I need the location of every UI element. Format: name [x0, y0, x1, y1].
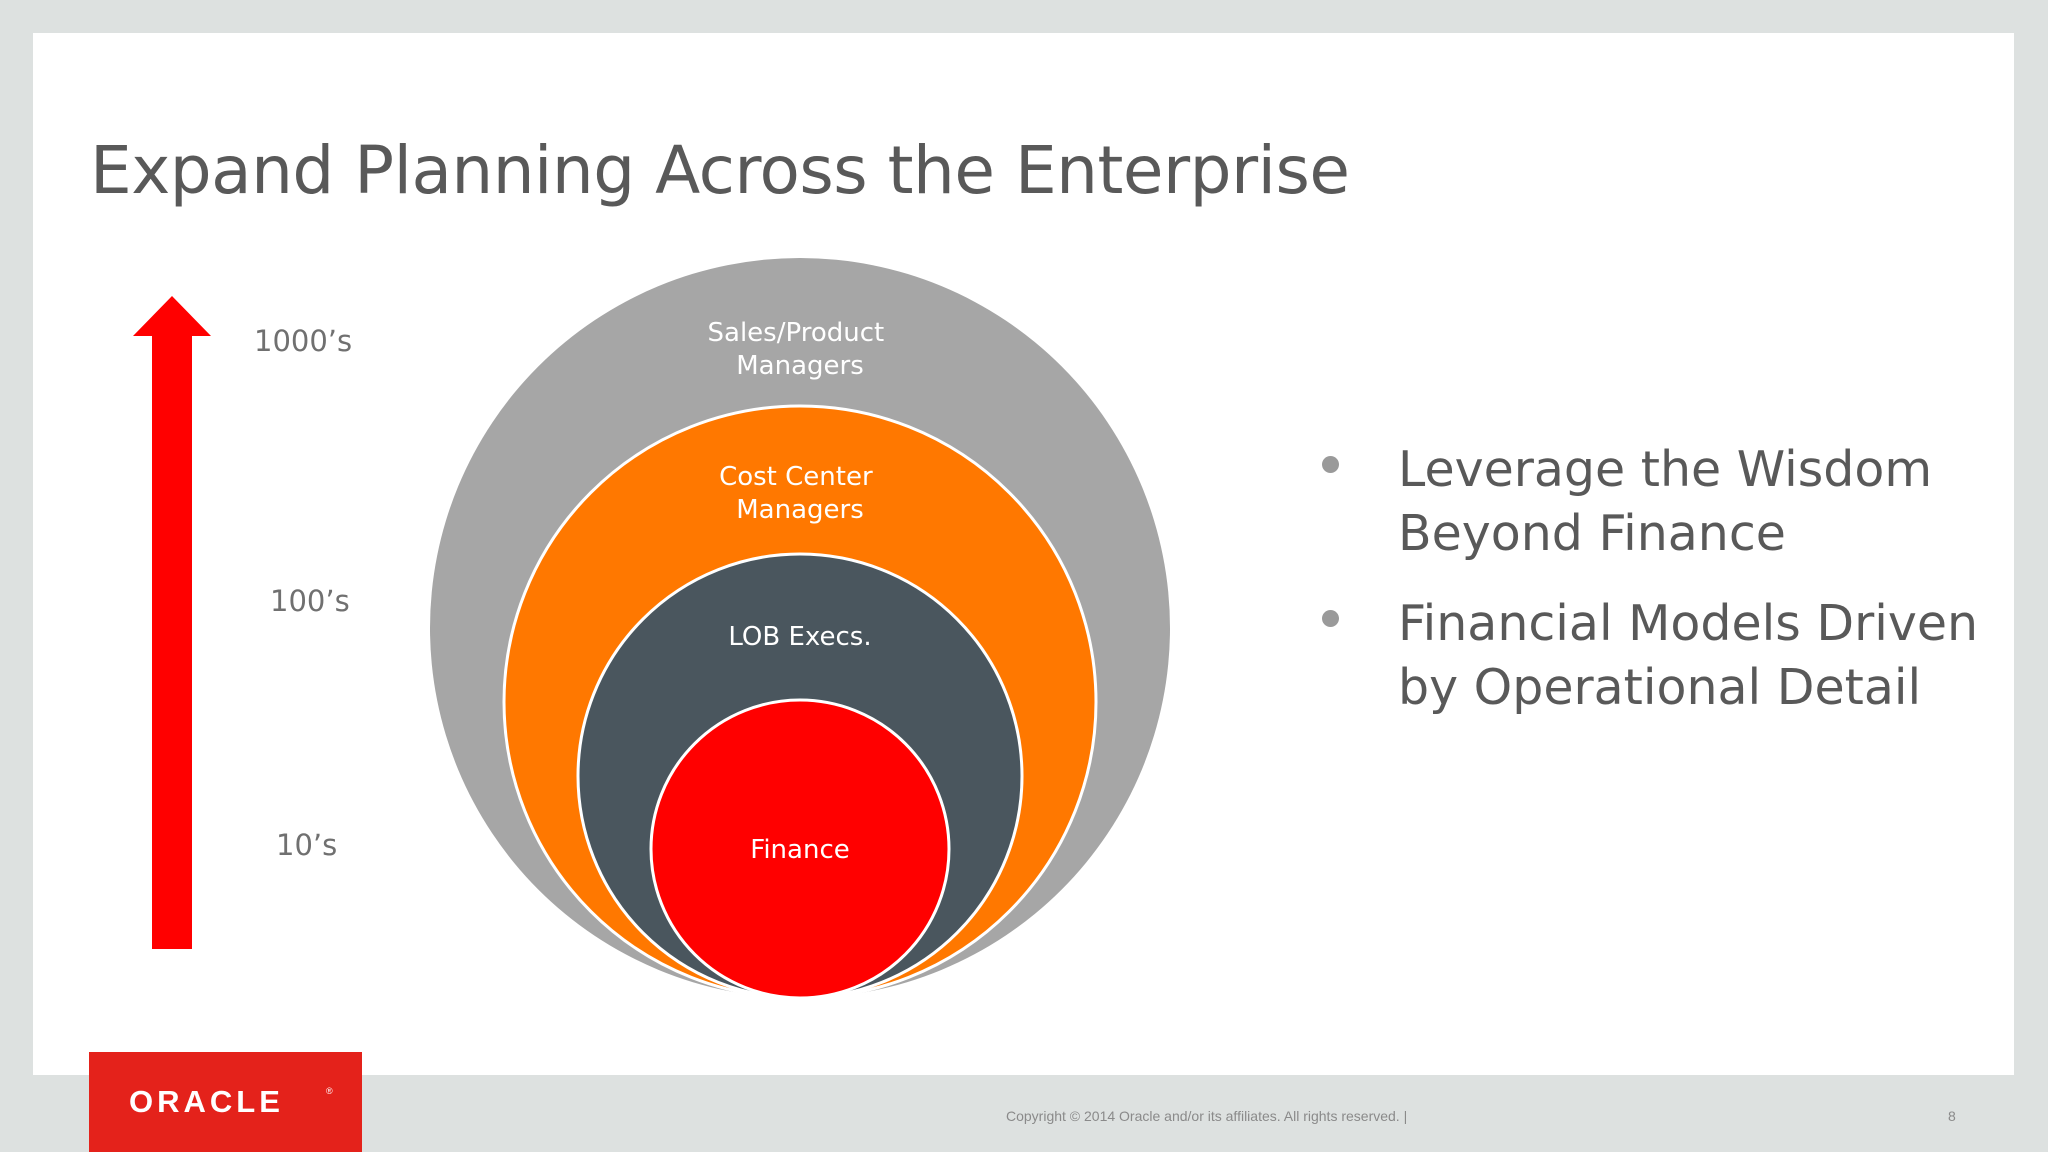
copyright-notice: Copyright © 2014 Oracle and/or its affil…: [1006, 1108, 1408, 1124]
bullet-list: Leverage the Wisdom Beyond Finance Finan…: [1310, 438, 2030, 746]
label-finance: Finance: [750, 835, 849, 865]
scale-label-1000s: 1000’s: [254, 324, 353, 358]
scale-label-10s: 10’s: [276, 828, 338, 862]
bullet-item: Financial Models Driven by Operational D…: [1310, 592, 2030, 720]
label-lob-execs: LOB Execs.: [728, 622, 871, 652]
bullet-text: Financial Models Driven by Operational D…: [1398, 595, 1979, 716]
page-number: 8: [1948, 1108, 1956, 1124]
label-cost-center-managers: Cost Center Managers: [719, 462, 881, 525]
bullet-text: Leverage the Wisdom Beyond Finance: [1398, 441, 1933, 562]
slide-title: Expand Planning Across the Enterprise: [90, 132, 1350, 209]
growth-arrow: [133, 296, 211, 949]
registered-mark: ®: [326, 1086, 333, 1096]
bullet-item: Leverage the Wisdom Beyond Finance: [1310, 438, 2030, 566]
circle-finance: [649, 698, 951, 1000]
bullet-dot-icon: [1322, 610, 1339, 627]
logo-text: ORACLE: [129, 1084, 284, 1119]
oracle-logo: ORACLE ®: [89, 1052, 362, 1152]
label-sales-product-managers: Sales/Product Managers: [708, 318, 893, 381]
scale-label-100s: 100’s: [270, 584, 350, 618]
bullet-dot-icon: [1322, 456, 1339, 473]
